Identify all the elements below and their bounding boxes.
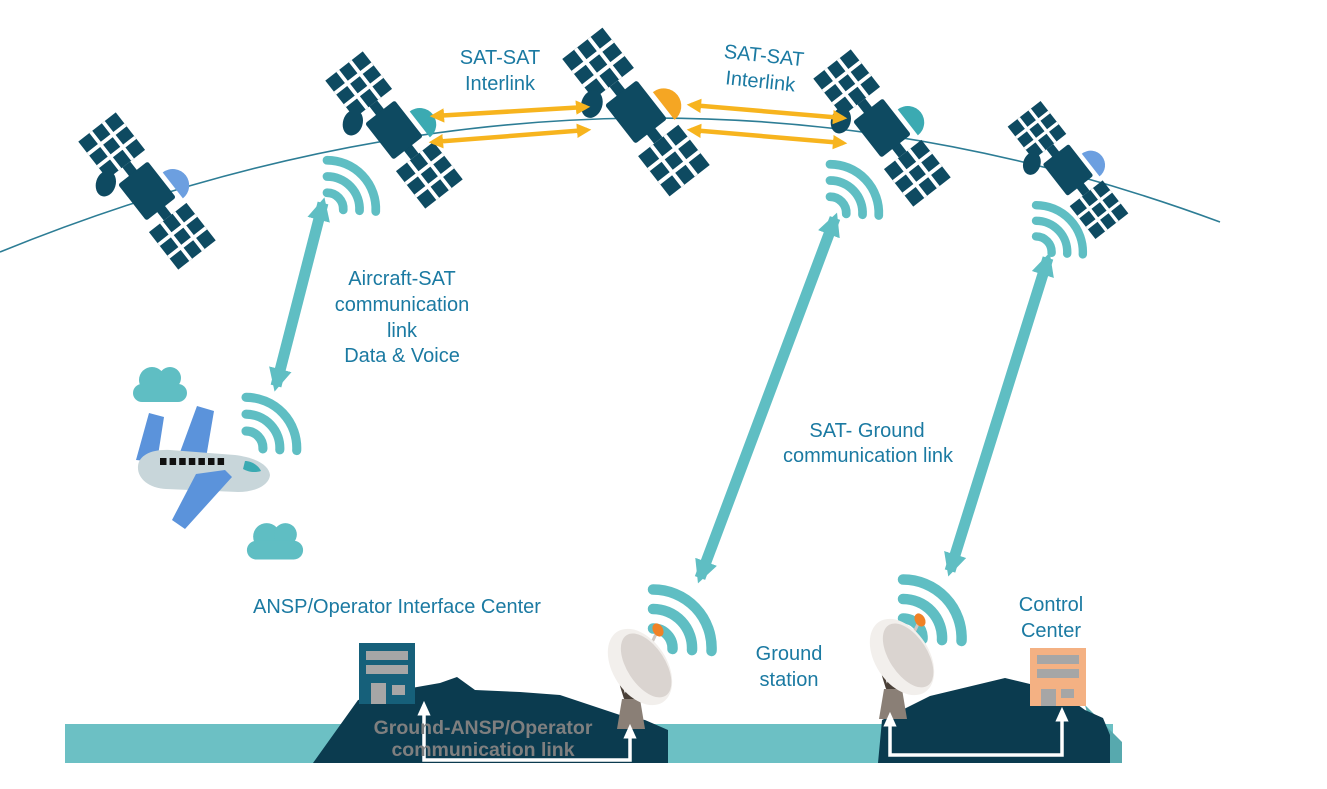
label-sat-ground-link: SAT- Ground communication link [783,420,954,467]
satellite-icon-1 [60,100,231,285]
interlink-left-line1: SAT-SAT [460,47,540,69]
interlink-arrow-right-upper [686,98,848,125]
ground-ansp-line2: communication link [391,739,574,761]
interlink-right-line2: Interlink [724,67,797,96]
airplane-windows [160,458,225,465]
airplane-upper-wing [179,406,214,458]
aircraft-sat-arrow [269,197,330,392]
control-center-line2: Center [1021,620,1081,642]
label-aircraft-sat-link: Aircraft-SAT communication link Data & V… [335,268,470,367]
radio-waves-icon-sat2 [327,160,376,211]
airplane-icon [136,406,270,529]
communication-arrows [269,197,1054,584]
radio-waves-icon-groundstation-1 [653,589,712,651]
cloud-icon-top [133,367,187,402]
label-ansp-interface-center: ANSP/Operator Interface Center [253,596,541,618]
control-center-building-icon [1030,648,1086,706]
cloud-icon-bottom [246,523,304,560]
ground-control-connector [883,706,1069,757]
aircraft-link-line1: Aircraft-SAT [348,268,455,290]
satellite-icon-3 [542,14,726,212]
ground-station-line2: station [760,669,819,691]
label-ground-ansp-link: Ground-ANSP/Operator communication link [374,717,593,761]
ground-station-line1: Ground [756,643,823,665]
interlink-right-line1: SAT-SAT [723,41,805,71]
sat-sat-interlink-arrows [428,98,848,150]
satellite-icon-4 [795,37,966,222]
aircraft-link-line4: Data & Voice [344,345,460,367]
ground-ansp-connector [417,700,637,762]
airplane-cockpit-window [243,461,261,473]
airplane-lower-wing [172,470,232,529]
label-sat-sat-interlink-left: SAT-SAT Interlink [460,47,540,95]
radio-waves [246,160,1083,651]
label-control-center: Control Center [1019,594,1083,642]
label-sat-sat-interlink-right: SAT-SAT Interlink [723,41,805,97]
interlink-arrow-left-upper [429,100,591,123]
control-center-line1: Control [1019,594,1083,616]
aircraft-link-line2: communication [335,294,470,316]
radio-waves-icon-aircraft [246,397,297,450]
interlink-arrow-left-lower [428,123,592,149]
sat-ground-arrow-left [694,212,841,584]
satellite-icon-5 [991,90,1142,252]
aircraft-link-line3: link [387,320,418,342]
airplane-tail [136,413,164,462]
label-ground-station: Ground station [756,643,823,691]
sat-ground-line1: SAT- Ground [809,420,924,442]
ground-ansp-line1: Ground-ANSP/Operator [374,717,593,739]
sat-ground-line2: communication link [783,445,954,467]
ansp-building-icon [359,643,415,704]
interlink-arrow-right-lower [686,123,848,150]
interlink-left-line2: Interlink [465,73,536,95]
radio-waves-icon-sat4 [830,164,879,215]
sat-ground-arrow-right [944,252,1054,577]
